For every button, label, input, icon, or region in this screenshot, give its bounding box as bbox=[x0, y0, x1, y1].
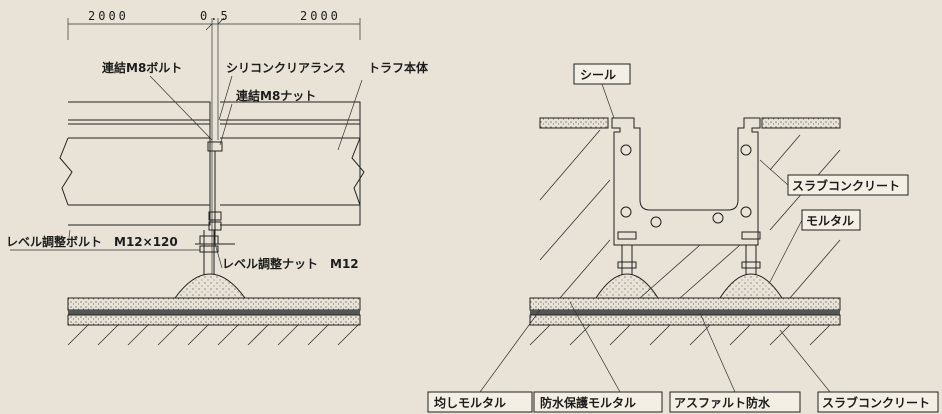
trough-body-shape bbox=[59, 101, 365, 246]
slab-hatch-right-bottom bbox=[529, 324, 831, 346]
label-protective-mortar: 防水保護モルタル bbox=[540, 395, 636, 410]
label-slab-concrete-lower: スラブコンクリート bbox=[822, 395, 930, 410]
protective-mortar-layer bbox=[67, 314, 361, 326]
label-level-bolt: レベル調整ボルト M12×120 bbox=[6, 234, 178, 249]
dimension-right: 2000 bbox=[300, 9, 341, 23]
label-connection-nut: 連結M8ナット bbox=[236, 88, 316, 103]
right-section-view: シール スラブコンクリート モルタル 均しモルタル 防水保護モルタル アスファル… bbox=[427, 63, 939, 413]
label-leveling-mortar: 均しモルタル bbox=[434, 395, 506, 410]
label-slab-concrete-upper: スラブコンクリート bbox=[792, 178, 900, 193]
dimension-left: 2000 bbox=[88, 9, 129, 23]
asphalt-layer bbox=[68, 310, 360, 315]
leveling-mortar-layer bbox=[67, 297, 361, 311]
label-trough-body: トラフ本体 bbox=[368, 60, 429, 75]
dimension-line bbox=[67, 17, 361, 320]
right-leveling-mortar-layer bbox=[529, 297, 841, 311]
right-asphalt-layer bbox=[530, 310, 840, 315]
slab-concrete-lower-box bbox=[817, 391, 939, 413]
mortar-mound-left bbox=[595, 273, 659, 299]
trough-cross-section bbox=[611, 117, 761, 246]
label-level-nut: レベル調整ナット M12 bbox=[222, 256, 359, 271]
mortar-mound bbox=[174, 273, 246, 299]
label-mortar: モルタル bbox=[806, 214, 854, 228]
dimension-center: 0.5 bbox=[200, 9, 231, 23]
left-elevation-view: 2000 0.5 2000 bbox=[6, 9, 429, 346]
slab-hatch-left bbox=[67, 324, 359, 346]
label-seal: シール bbox=[580, 68, 616, 82]
leader-lines-left bbox=[10, 75, 363, 269]
mortar-mound-right bbox=[719, 273, 783, 299]
label-connection-bolt: 連結M8ボルト bbox=[102, 60, 182, 75]
protective-mortar-box bbox=[533, 391, 663, 413]
slab-hatch-right bbox=[539, 129, 841, 299]
label-asphalt-waterproof: アスファルト防水 bbox=[674, 395, 771, 410]
connection-bolt-m8 bbox=[207, 141, 223, 245]
right-protective-mortar-layer bbox=[529, 314, 841, 326]
label-silicone-clearance: シリコンクリアランス bbox=[226, 61, 346, 75]
trough-bolt-holes bbox=[620, 144, 752, 228]
